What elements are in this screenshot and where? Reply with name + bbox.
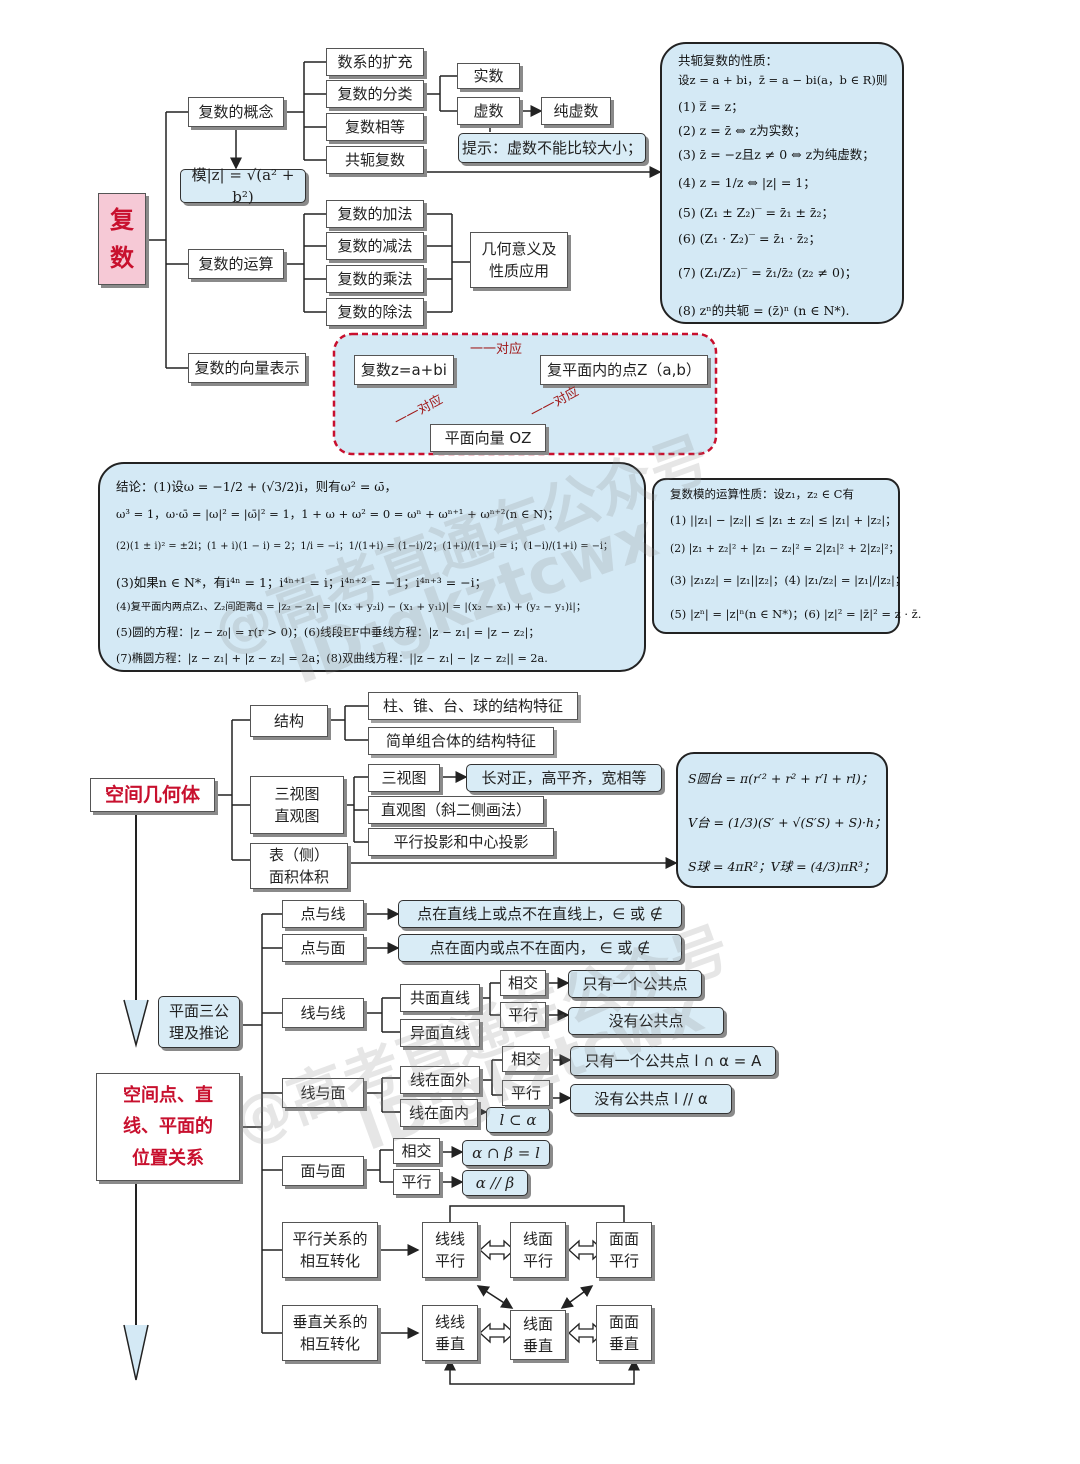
node-intersect-lp: 相交 (502, 1046, 550, 1072)
node-z-form: 复数z=a+bi (354, 355, 454, 385)
conj-line: 共轭复数的性质： (678, 53, 779, 68)
panel-conjugate-properties: 共轭复数的性质： 设z = a + bi，z̄ = a − bi(a，b ∈ R… (660, 42, 904, 324)
one-common-point-ll: 只有一个公共点 (568, 970, 702, 998)
node-classification: 复数的分类 (326, 80, 424, 108)
hint-no-compare: 提示：虚数不能比较大小； (458, 133, 646, 163)
modulus-line: (5) |zⁿ| = |z|ⁿ(n ∈ N*)；(6) |z|² = |z̄|²… (670, 607, 922, 621)
conj-line: 设z = a + bi，z̄ = a − bi(a，b ∈ R)则 (678, 73, 888, 87)
node-equality: 复数相等 (326, 113, 424, 141)
position-root: 空间点、直 线、平面的 位置关系 (96, 1073, 240, 1181)
conclusion-line: (3)如果n ∈ N*，有i⁴ⁿ = 1；i⁴ⁿ⁺¹ = i；i⁴ⁿ⁺² = −… (116, 575, 488, 590)
conj-line: (6) (Z₁ · Z₂)‾ = z̄₁ · z̄₂； (678, 231, 822, 246)
one-common-point-lp: 只有一个公共点 l ∩ α = A (570, 1046, 776, 1076)
planes-intersect-symbol: α ∩ β = l (462, 1140, 550, 1166)
formula-line: S圆台 = π(r′² + r² + r′l + rl)； (688, 771, 874, 786)
node-plane-axioms: 平面三公 理及推论 (158, 996, 240, 1048)
modulus-line: (2) |z₁ + z₂|² + |z₁ − z₂|² = 2|z₁|² + 2… (670, 542, 900, 555)
conj-line: (8) zⁿ的共轭 = (z̄)ⁿ (n ∈ N*). (678, 303, 850, 318)
formula-line: S球 = 4πR²；V球 = (4/3)πR³； (688, 859, 876, 874)
modulus-formula: 模|z| = √(a² + b²) (180, 166, 306, 206)
modulus-line: (1) ||z₁| − |z₂|| ≤ |z₁ ± z₂| ≤ |z₁| + |… (670, 513, 897, 527)
node-complex-vector: 复数的向量表示 (188, 353, 306, 383)
conj-line: (7) (Z₁/Z₂)‾ = z̄₁/z̄₂ (z₂ ≠ 0)； (678, 265, 858, 280)
node-complex-concept: 复数的概念 (188, 97, 284, 127)
solid-root: 空间几何体 (90, 778, 215, 812)
node-coplanar-lines: 共面直线 (400, 984, 480, 1012)
modulus-line: (3) |z₁z₂| = |z₁||z₂|；(4) |z₁/z₂| = |z₁|… (670, 573, 907, 587)
node-division: 复数的除法 (326, 298, 424, 326)
node-intersect-ll: 相交 (500, 970, 546, 996)
node-real: 实数 (457, 63, 520, 89)
conclusion-line: (7)椭圆方程：|z − z₁| + |z − z₂| = 2a；(8)双曲线方… (116, 652, 548, 665)
node-imaginary: 虚数 (457, 97, 520, 125)
node-point-line: 点与线 (282, 900, 364, 928)
node-plane-plane-perpendicular: 面面 垂直 (596, 1305, 652, 1361)
node-line-outside-plane: 线在面外 (400, 1066, 480, 1094)
node-plane-plane: 面与面 (282, 1156, 364, 1186)
conclusion-line: (4)复平面内两点Z₁、Z₂间距离d = |z₂ − z₁| = |(x₂ + … (116, 601, 587, 613)
three-view-rule: 长对正，高平齐，宽相等 (466, 764, 662, 792)
node-line-inside-plane: 线在面内 (400, 1099, 478, 1127)
node-parallel-lp: 平行 (502, 1080, 550, 1106)
node-pure-imaginary: 纯虚数 (541, 97, 611, 125)
node-plane-plane-parallel: 面面 平行 (596, 1222, 652, 1278)
conclusion-line: (2)(1 ± i)² = ±2i；(1 + i)(1 − i) = 2；1/i… (116, 541, 613, 552)
conj-line: (3) z̄ = −z且z ≠ 0 ⇔ z为纯虚数； (678, 147, 875, 162)
node-subtraction: 复数的减法 (326, 232, 424, 260)
conj-line: (1) z̿ = z； (678, 99, 744, 114)
modulus-line: 复数模的运算性质：设z₁，z₂ ∈ C有 (670, 487, 854, 501)
node-surface-volume: 表（侧） 面积体积 (250, 843, 348, 889)
node-perpendicular-transform: 垂直关系的 相互转化 (282, 1305, 378, 1361)
panel-area-volume-formulas: S圆台 = π(r′² + r² + r′l + rl)； V台 = (1/3)… (676, 752, 888, 888)
node-line-line: 线与线 (282, 998, 364, 1028)
node-intersect-pp: 相交 (393, 1138, 440, 1164)
conj-line: (2) z = z̄ ⇔ z为实数； (678, 123, 807, 138)
label-correspondence-top: 一一对应 (470, 342, 523, 357)
panel-modulus-properties: 复数模的运算性质：设z₁，z₂ ∈ C有 (1) ||z₁| − |z₂|| ≤… (652, 478, 921, 634)
point-line-desc: 点在直线上或点不在直线上，∈ 或 ∉ (398, 900, 682, 928)
planes-parallel-symbol: α // β (462, 1170, 528, 1196)
node-feature-basic: 柱、锥、台、球的结构特征 (368, 692, 578, 720)
node-conjugate: 共轭复数 (326, 146, 424, 174)
node-oblique-drawing: 直观图（斜二侧画法） (368, 796, 544, 824)
node-line-line-perpendicular: 线线 垂直 (422, 1305, 478, 1361)
node-projection: 平行投影和中心投影 (368, 828, 554, 856)
node-number-expansion: 数系的扩充 (326, 48, 424, 76)
node-line-line-parallel: 线线 平行 (422, 1222, 478, 1278)
no-common-point-lp: 没有公共点 l // α (570, 1084, 732, 1114)
node-feature-composite: 简单组合体的结构特征 (368, 727, 554, 755)
conj-line: (5) (Z₁ ± Z₂)‾ = z̄₁ ± z̄₂； (678, 205, 835, 220)
complex-root: 复 数 (98, 193, 146, 285)
node-three-view: 三视图 (368, 764, 440, 792)
node-point-plane: 点与面 (282, 934, 364, 962)
point-plane-desc: 点在面内或点不在面内， ∈ 或 ∉ (398, 934, 682, 962)
line-in-plane-symbol: l ⊂ α (486, 1107, 550, 1133)
conclusion-line: ω³ = 1，ω·ω̄ = |ω|² = |ω̄|² = 1，1 + ω + ω… (116, 507, 560, 521)
node-plane-vector: 平面向量 OZ (430, 424, 546, 452)
node-complex-ops: 复数的运算 (188, 249, 284, 279)
node-line-plane-parallel: 线面 平行 (510, 1222, 566, 1278)
node-geometric-meaning: 几何意义及 性质应用 (470, 232, 568, 288)
formula-line: V台 = (1/3)(S′ + √(S′S) + S)·h； (688, 815, 887, 830)
node-complex-plane-point: 复平面内的点Z（a,b） (540, 355, 708, 385)
panel-conclusions: 结论：(1)设ω = −1/2 + (√3/2)i，则有ω² = ω̄， ω³ … (98, 462, 646, 672)
node-skew-lines: 异面直线 (400, 1019, 480, 1047)
node-parallel-transform: 平行关系的 相互转化 (282, 1222, 378, 1278)
no-common-point-ll: 没有公共点 (568, 1007, 724, 1035)
node-views: 三视图 直观图 (250, 776, 344, 834)
conclusion-line: 结论：(1)设ω = −1/2 + (√3/2)i，则有ω² = ω̄， (116, 479, 397, 494)
conclusion-line: (5)圆的方程：|z − z₀| = r(r > 0)；(6)线段EF中垂线方程… (116, 625, 540, 639)
node-line-plane: 线与面 (282, 1078, 364, 1108)
node-multiplication: 复数的乘法 (326, 265, 424, 293)
node-parallel-pp: 平行 (393, 1169, 440, 1195)
conj-line: (4) z = 1/z ⇔ |z| = 1； (678, 175, 816, 190)
node-structure: 结构 (250, 705, 328, 737)
node-addition: 复数的加法 (326, 200, 424, 228)
node-line-plane-perpendicular: 线面 垂直 (510, 1310, 566, 1360)
node-parallel-ll: 平行 (500, 1002, 546, 1028)
